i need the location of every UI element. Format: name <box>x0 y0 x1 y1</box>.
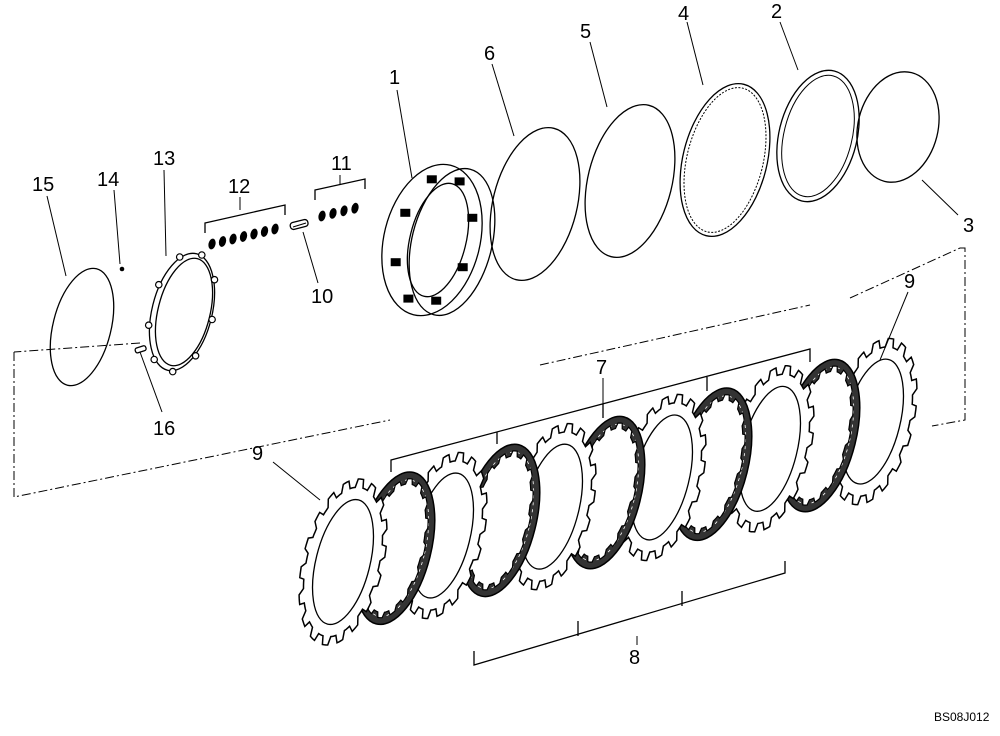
callout-10: 10 <box>311 286 333 308</box>
steel-separator-plate <box>298 478 388 646</box>
bracket-7 <box>390 348 811 472</box>
retainer-bolt-tab <box>198 251 206 259</box>
callout-12: 12 <box>228 176 250 198</box>
retainer-bolt-tab <box>144 321 153 330</box>
retainer-bolt-tab <box>175 253 184 261</box>
callout-2: 2 <box>771 1 782 23</box>
pin <box>289 218 309 231</box>
spring-set-11 <box>318 202 359 222</box>
spring-coil <box>239 231 248 242</box>
callout-4: 4 <box>678 3 689 25</box>
callout-14: 14 <box>97 169 119 191</box>
piston-lug <box>390 258 401 267</box>
spring-coil <box>340 205 348 217</box>
retainer-bolt-tab <box>168 367 177 376</box>
leader-lines <box>46 21 959 645</box>
callout-16: 16 <box>153 418 175 440</box>
seal-ring-3 <box>856 71 940 183</box>
retainer-plate <box>144 251 219 376</box>
seal-ring-2 <box>776 69 860 203</box>
spring-coil <box>208 238 216 250</box>
callout-5: 5 <box>580 21 591 43</box>
retainer-bolt-tab <box>155 280 163 289</box>
check-ball <box>119 266 125 272</box>
piston-lug <box>467 213 478 222</box>
piston-lug <box>457 263 468 272</box>
spring-coil <box>271 223 279 235</box>
seal-ring-5 <box>584 103 676 259</box>
piston <box>381 163 496 317</box>
retainer-bolt-tab <box>208 315 216 324</box>
spring-coil <box>229 233 237 245</box>
callout-labels: 1 2 3 4 5 6 7 8 9 9 10 11 12 13 14 15 16 <box>32 1 974 669</box>
spring-coil <box>329 207 337 219</box>
callout-7: 7 <box>596 357 607 379</box>
spring-coil <box>318 210 326 222</box>
clutch-pack <box>298 337 918 646</box>
retainer-bolt-tab <box>150 355 159 364</box>
spring-coil <box>250 228 258 240</box>
piston-lug <box>403 294 414 303</box>
piston-lug <box>400 208 411 217</box>
callout-1: 1 <box>389 67 400 89</box>
spring-set-12 <box>208 223 279 250</box>
retainer-bolt-tab <box>191 351 200 360</box>
piston-lug <box>426 175 437 184</box>
snap-ring <box>49 267 115 387</box>
spring-coil <box>351 202 359 214</box>
bracket-8 <box>473 561 786 666</box>
callout-6: 6 <box>484 43 495 65</box>
drawing-code: BS08J012 <box>934 710 990 724</box>
bracket-12 <box>204 204 286 233</box>
callout-13: 13 <box>153 148 175 170</box>
seal-ring-4 <box>679 82 771 238</box>
dowel-pin <box>134 345 147 354</box>
spring-coil <box>218 236 227 247</box>
spring-coil <box>260 226 269 237</box>
retainer-bolt-tab <box>210 275 219 284</box>
assembly-outline <box>13 247 966 498</box>
piston-lug <box>431 296 442 305</box>
seal-ring-6 <box>489 126 581 282</box>
piston-lug <box>454 177 465 186</box>
callout-11: 11 <box>331 153 352 175</box>
callout-9-left: 9 <box>252 443 263 465</box>
callout-3: 3 <box>963 215 974 237</box>
callout-15: 15 <box>32 174 54 196</box>
callout-8: 8 <box>629 647 640 669</box>
callout-9-right: 9 <box>904 271 915 293</box>
